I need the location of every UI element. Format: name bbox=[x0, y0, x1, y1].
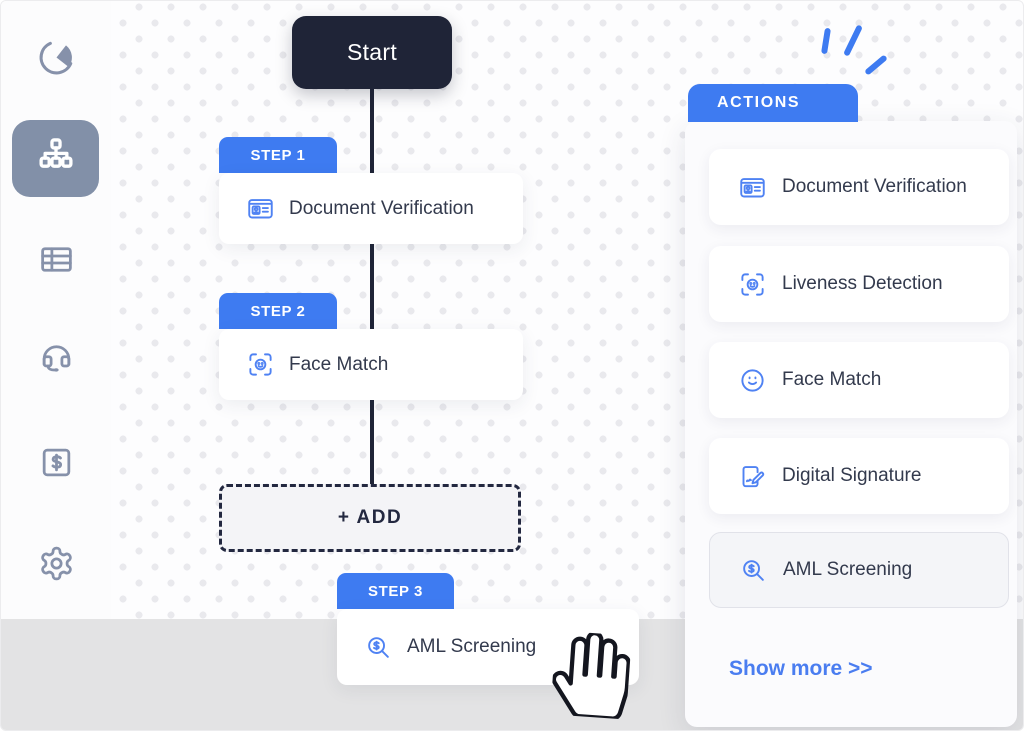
sidebar-item-tables[interactable] bbox=[1, 241, 111, 283]
step-3-label: AML Screening bbox=[407, 636, 537, 657]
action-label: Digital Signature bbox=[782, 465, 922, 486]
sidebar-item-settings[interactable] bbox=[1, 545, 111, 587]
smiley-icon bbox=[739, 367, 766, 394]
sidebar-item-billing[interactable] bbox=[1, 444, 111, 486]
gear-icon bbox=[38, 545, 75, 587]
step-2-card[interactable]: Face Match bbox=[219, 329, 523, 400]
actions-panel-title: ACTIONS bbox=[688, 84, 858, 122]
step-1-card[interactable]: Document Verification bbox=[219, 173, 523, 244]
action-label: Liveness Detection bbox=[782, 273, 943, 294]
step-3-badge: STEP 3 bbox=[337, 573, 454, 609]
action-liveness-detection[interactable]: Liveness Detection bbox=[709, 246, 1009, 322]
pie-chart-icon bbox=[38, 39, 75, 81]
signature-icon bbox=[739, 463, 766, 490]
flow-connector-line bbox=[370, 87, 374, 486]
action-aml-screening[interactable]: AML Screening bbox=[709, 532, 1009, 608]
aml-search-icon bbox=[740, 557, 767, 584]
step-2-label: Face Match bbox=[289, 353, 389, 375]
sidebar-item-support[interactable] bbox=[1, 339, 111, 381]
show-more-link[interactable]: Show more >> bbox=[729, 657, 873, 680]
step-1-badge: STEP 1 bbox=[219, 137, 337, 173]
face-scan-icon bbox=[247, 351, 274, 378]
action-digital-signature[interactable]: Digital Signature bbox=[709, 438, 1009, 514]
hand-cursor-icon bbox=[550, 630, 632, 721]
id-card-icon bbox=[739, 174, 766, 201]
aml-search-icon bbox=[365, 634, 392, 661]
headset-icon bbox=[38, 339, 75, 381]
sitemap-icon bbox=[35, 135, 77, 182]
step-2-badge: STEP 2 bbox=[219, 293, 337, 329]
action-face-match[interactable]: Face Match bbox=[709, 342, 1009, 418]
step-1-label: Document Verification bbox=[289, 197, 474, 219]
start-node[interactable]: Start bbox=[292, 16, 452, 89]
face-scan-icon bbox=[739, 271, 766, 298]
action-label: Document Verification bbox=[782, 176, 967, 197]
sidebar-item-analytics[interactable] bbox=[1, 39, 111, 81]
action-document-verification[interactable]: Document Verification bbox=[709, 149, 1009, 225]
sidebar-item-workflow[interactable] bbox=[12, 120, 99, 197]
table-icon bbox=[38, 241, 75, 283]
dollar-square-icon bbox=[38, 444, 75, 486]
add-step-button[interactable]: + ADD bbox=[219, 484, 521, 552]
action-label: AML Screening bbox=[783, 559, 913, 580]
sidebar bbox=[1, 1, 111, 619]
action-label: Face Match bbox=[782, 369, 882, 390]
id-card-icon bbox=[247, 195, 274, 222]
